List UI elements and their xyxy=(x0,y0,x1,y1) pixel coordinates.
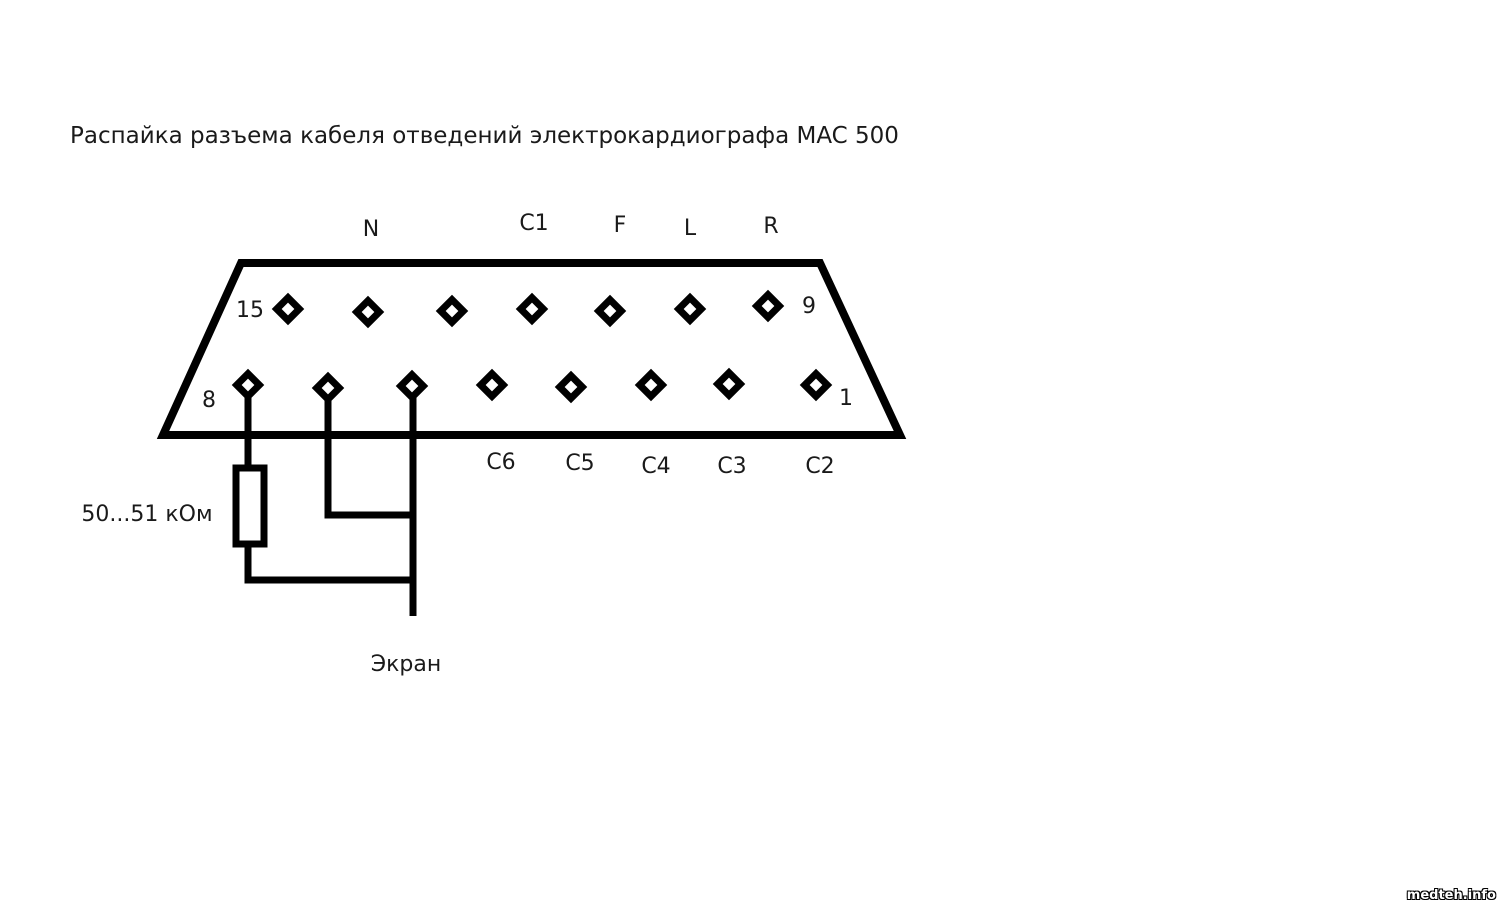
pin-number-1: 1 xyxy=(839,386,853,411)
watermark: medteh.info xyxy=(1406,888,1496,903)
pin-14 xyxy=(351,295,385,329)
label-c5: C5 xyxy=(565,451,594,476)
label-c2: C2 xyxy=(805,454,834,479)
pin-10 xyxy=(673,292,707,326)
pin-number-8: 8 xyxy=(202,388,216,413)
resistor xyxy=(232,464,268,548)
resistor-label: 50...51 кОм xyxy=(81,502,212,527)
pin-8 xyxy=(231,368,265,402)
label-r: R xyxy=(763,214,778,239)
pin-2 xyxy=(712,367,746,401)
pin-11 xyxy=(593,294,627,328)
pins xyxy=(231,289,833,405)
pin-4 xyxy=(554,370,588,404)
label-c3: C3 xyxy=(717,454,746,479)
diagram-title: Распайка разъема кабеля отведений электр… xyxy=(70,123,899,149)
label-l: L xyxy=(684,216,697,241)
pin-9 xyxy=(751,289,785,323)
label-c4: C4 xyxy=(641,454,670,479)
wires xyxy=(244,386,417,616)
wire-pin7 xyxy=(324,386,413,519)
pin-number-15: 15 xyxy=(236,298,264,323)
pin-5 xyxy=(475,368,509,402)
pin-7 xyxy=(311,371,345,405)
pin-13 xyxy=(435,294,469,328)
pin-1 xyxy=(799,368,833,402)
pin-number-9: 9 xyxy=(802,294,816,319)
pin-12 xyxy=(515,292,549,326)
pin-6 xyxy=(395,369,429,403)
wire-resistor-to-shield xyxy=(244,544,413,584)
pin-15 xyxy=(271,292,305,326)
label-c6: C6 xyxy=(486,450,515,475)
label-n: N xyxy=(363,217,379,242)
shield-label: Экран xyxy=(371,652,441,677)
pin-3 xyxy=(634,368,668,402)
connector-outline xyxy=(156,259,907,439)
label-c1: C1 xyxy=(519,211,548,236)
label-f: F xyxy=(614,213,627,238)
